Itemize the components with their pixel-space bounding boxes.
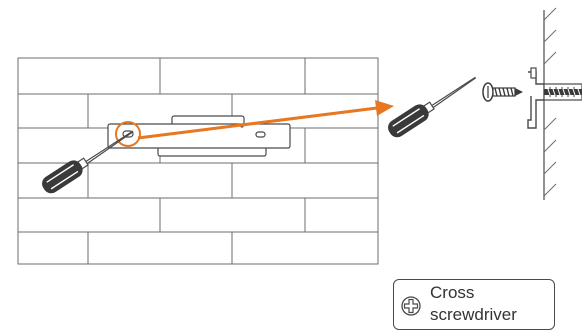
mounting-bracket [107, 115, 291, 157]
tool-name-line2: screwdriver [430, 305, 517, 324]
screwdriver-icon [388, 76, 477, 138]
detail-arrow [137, 100, 394, 140]
tool-name: Cross screwdriver [430, 282, 517, 326]
tool-label: Cross screwdriver [393, 279, 555, 330]
screwdriver-icon [42, 130, 134, 194]
screw-hole-highlight [115, 121, 141, 147]
screw-icon [482, 82, 523, 102]
phillips-cross-icon [401, 296, 421, 316]
tool-name-line1: Cross [430, 283, 475, 302]
brick-wall [17, 57, 379, 265]
wall-anchor-icon [527, 7, 582, 200]
